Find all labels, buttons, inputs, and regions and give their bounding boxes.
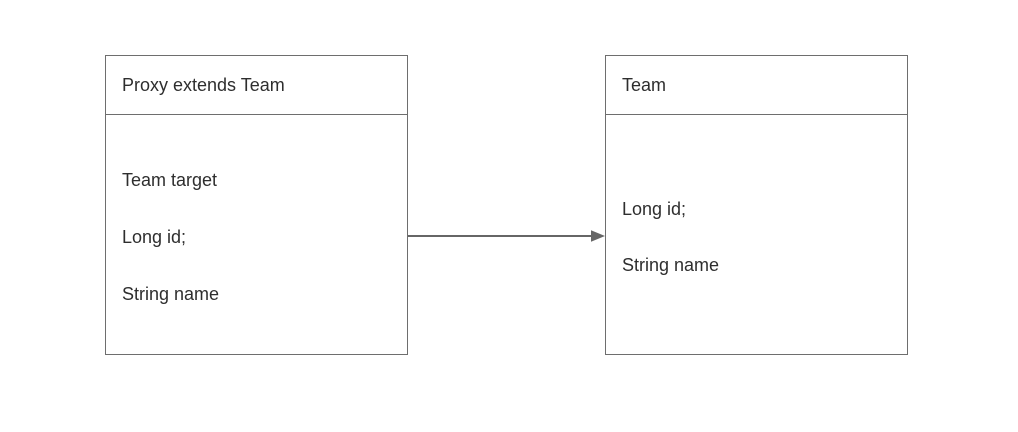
proxy-field-name: String name <box>122 284 220 304</box>
connector-arrow <box>408 230 605 242</box>
proxy-field-target: Team target <box>122 170 218 190</box>
proxy-class-box: Proxy extends Team Team target Long id; … <box>105 55 408 355</box>
team-class-box: Team Long id; String name <box>605 55 908 355</box>
team-field-id: Long id; <box>622 198 687 219</box>
arrow-head-icon <box>591 230 605 242</box>
team-field-name: String name <box>622 254 720 275</box>
team-box-body: Long id; String name <box>606 115 907 293</box>
proxy-field-id: Long id; <box>122 227 187 247</box>
proxy-box-body: Team target Long id; String name <box>106 115 407 323</box>
team-box-title: Team <box>606 56 907 115</box>
proxy-box-title: Proxy extends Team <box>106 56 407 115</box>
